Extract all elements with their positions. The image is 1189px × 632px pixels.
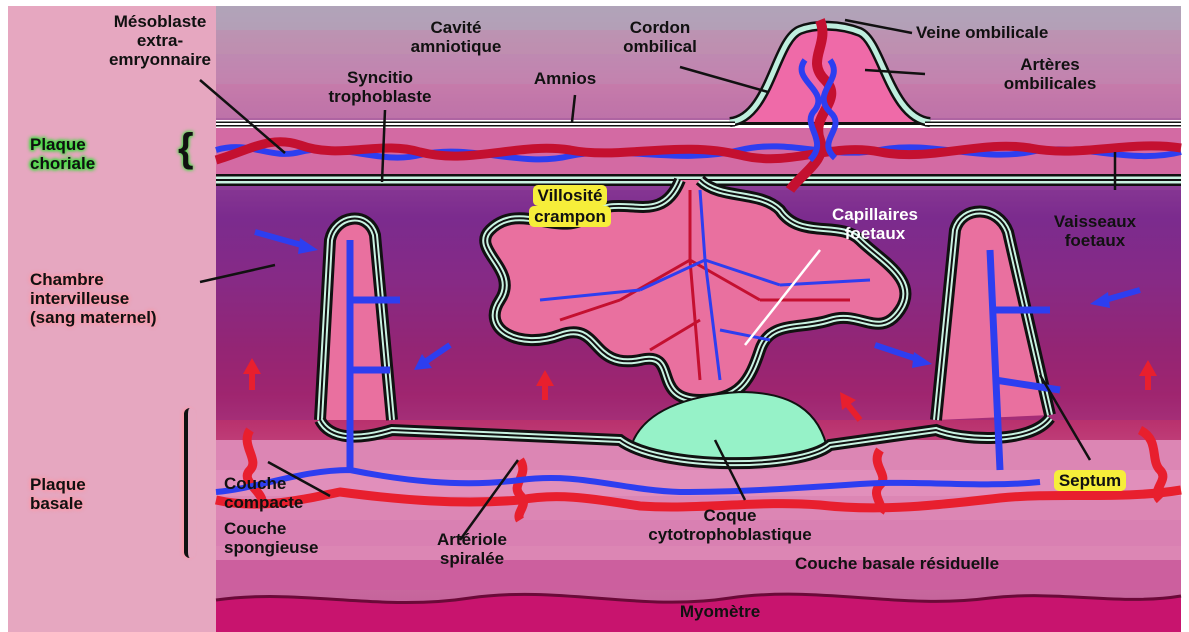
label-amnios: Amnios — [515, 69, 615, 88]
label-myometre: Myomètre — [620, 602, 820, 621]
label-septum: Septum — [1030, 471, 1150, 490]
brace-plaque-basale — [184, 408, 196, 558]
label-couche-basale-residuelle: Couche basale résiduelle — [795, 554, 999, 573]
label-veine-ombilicale: Veine ombilicale — [916, 23, 1048, 42]
label-villosite-crampon: Villosité crampon — [500, 186, 640, 226]
brace-plaque-choriale: { — [178, 128, 194, 168]
